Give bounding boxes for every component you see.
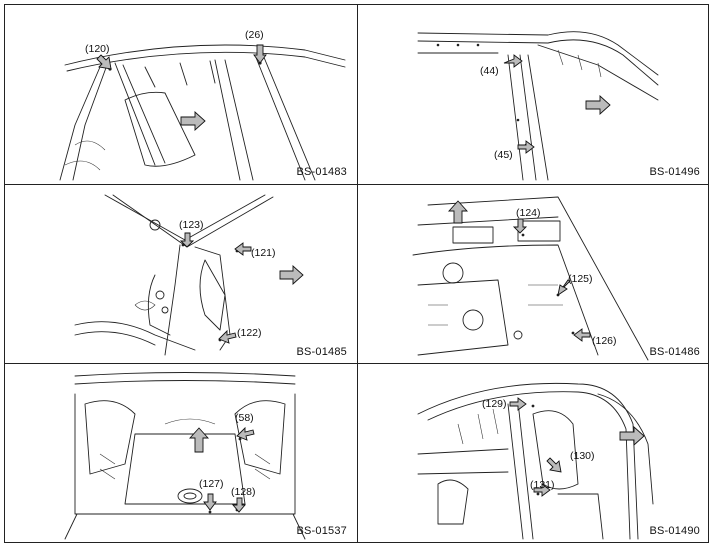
callout-label: (26)	[245, 29, 264, 41]
panel-bs-01490: (129) (130) (131) BS-01490	[358, 364, 710, 543]
callout-label: (131)	[530, 479, 555, 491]
callout-arrow-icon	[573, 328, 591, 342]
callout-arrow-icon	[503, 54, 523, 68]
figure-code: BS-01537	[296, 525, 347, 537]
callout-arrow-icon	[533, 483, 551, 497]
figure-code: BS-01490	[649, 525, 700, 537]
callout-label: (127)	[199, 478, 224, 490]
front-direction-arrow-icon	[447, 200, 469, 224]
callout-arrow-icon	[218, 329, 237, 344]
trunk-floor-illustration	[64, 372, 306, 540]
panel-bs-01496: (44) (45) BS-01496	[358, 5, 710, 184]
front-direction-arrow-icon	[585, 94, 611, 116]
callout-label: (58)	[235, 412, 254, 424]
panel-bs-01537: (58) (127) (128) BS-01537	[5, 364, 357, 543]
callout-label: (44)	[480, 65, 499, 77]
front-direction-arrow-icon	[180, 110, 206, 132]
figure-code: BS-01485	[296, 346, 347, 358]
callout-label: (122)	[237, 327, 262, 339]
callout-arrow-icon	[232, 497, 246, 513]
front-direction-arrow-icon	[279, 264, 304, 286]
panel-bs-01485: (123) (121) (122) BS-01485	[5, 185, 357, 364]
row-divider-1	[5, 184, 708, 185]
callout-arrow-icon	[253, 44, 267, 64]
callout-arrow-icon	[509, 397, 527, 411]
callout-label: (45)	[494, 149, 513, 161]
panel-bs-01483: (120) (26) BS-01483	[5, 5, 357, 184]
figure-code: BS-01483	[296, 166, 347, 178]
callout-label: (128)	[231, 486, 256, 498]
panel-bs-01486: (124) (125) (126) BS-01486	[358, 185, 710, 364]
callout-label: (126)	[592, 335, 617, 347]
rear-floor-illustration	[412, 196, 649, 361]
callout-label: (129)	[482, 398, 507, 410]
rear-pillar-inner-illustration	[74, 194, 304, 356]
callout-arrow-icon	[203, 493, 217, 511]
callout-arrow-icon	[512, 218, 528, 234]
figure-code: BS-01486	[649, 346, 700, 358]
diagram-sheet: (120) (26) BS-01483 (44) (45) BS-01496	[4, 4, 709, 543]
callout-label: (124)	[516, 207, 541, 219]
callout-label: (130)	[570, 450, 595, 462]
front-direction-arrow-icon	[619, 425, 645, 447]
callout-label: (125)	[568, 273, 593, 285]
callout-arrow-icon	[236, 426, 255, 441]
callout-label: (123)	[179, 219, 204, 231]
figure-code: BS-01496	[649, 166, 700, 178]
callout-arrow-icon	[234, 242, 252, 256]
callout-label: (120)	[85, 43, 110, 55]
rear-quarter-illustration	[417, 382, 654, 540]
row-divider-2	[5, 363, 708, 364]
roof-front-illustration	[59, 44, 346, 181]
callout-arrow-icon	[517, 140, 535, 154]
callout-label: (121)	[251, 247, 276, 259]
callout-arrow-icon	[546, 457, 562, 473]
callout-arrow-icon	[557, 279, 571, 296]
callout-arrow-icon	[96, 54, 112, 70]
front-direction-arrow-icon	[188, 427, 210, 453]
callout-arrow-icon	[179, 232, 195, 248]
center-pillar-roof-illustration	[417, 31, 659, 181]
column-divider	[357, 5, 358, 542]
